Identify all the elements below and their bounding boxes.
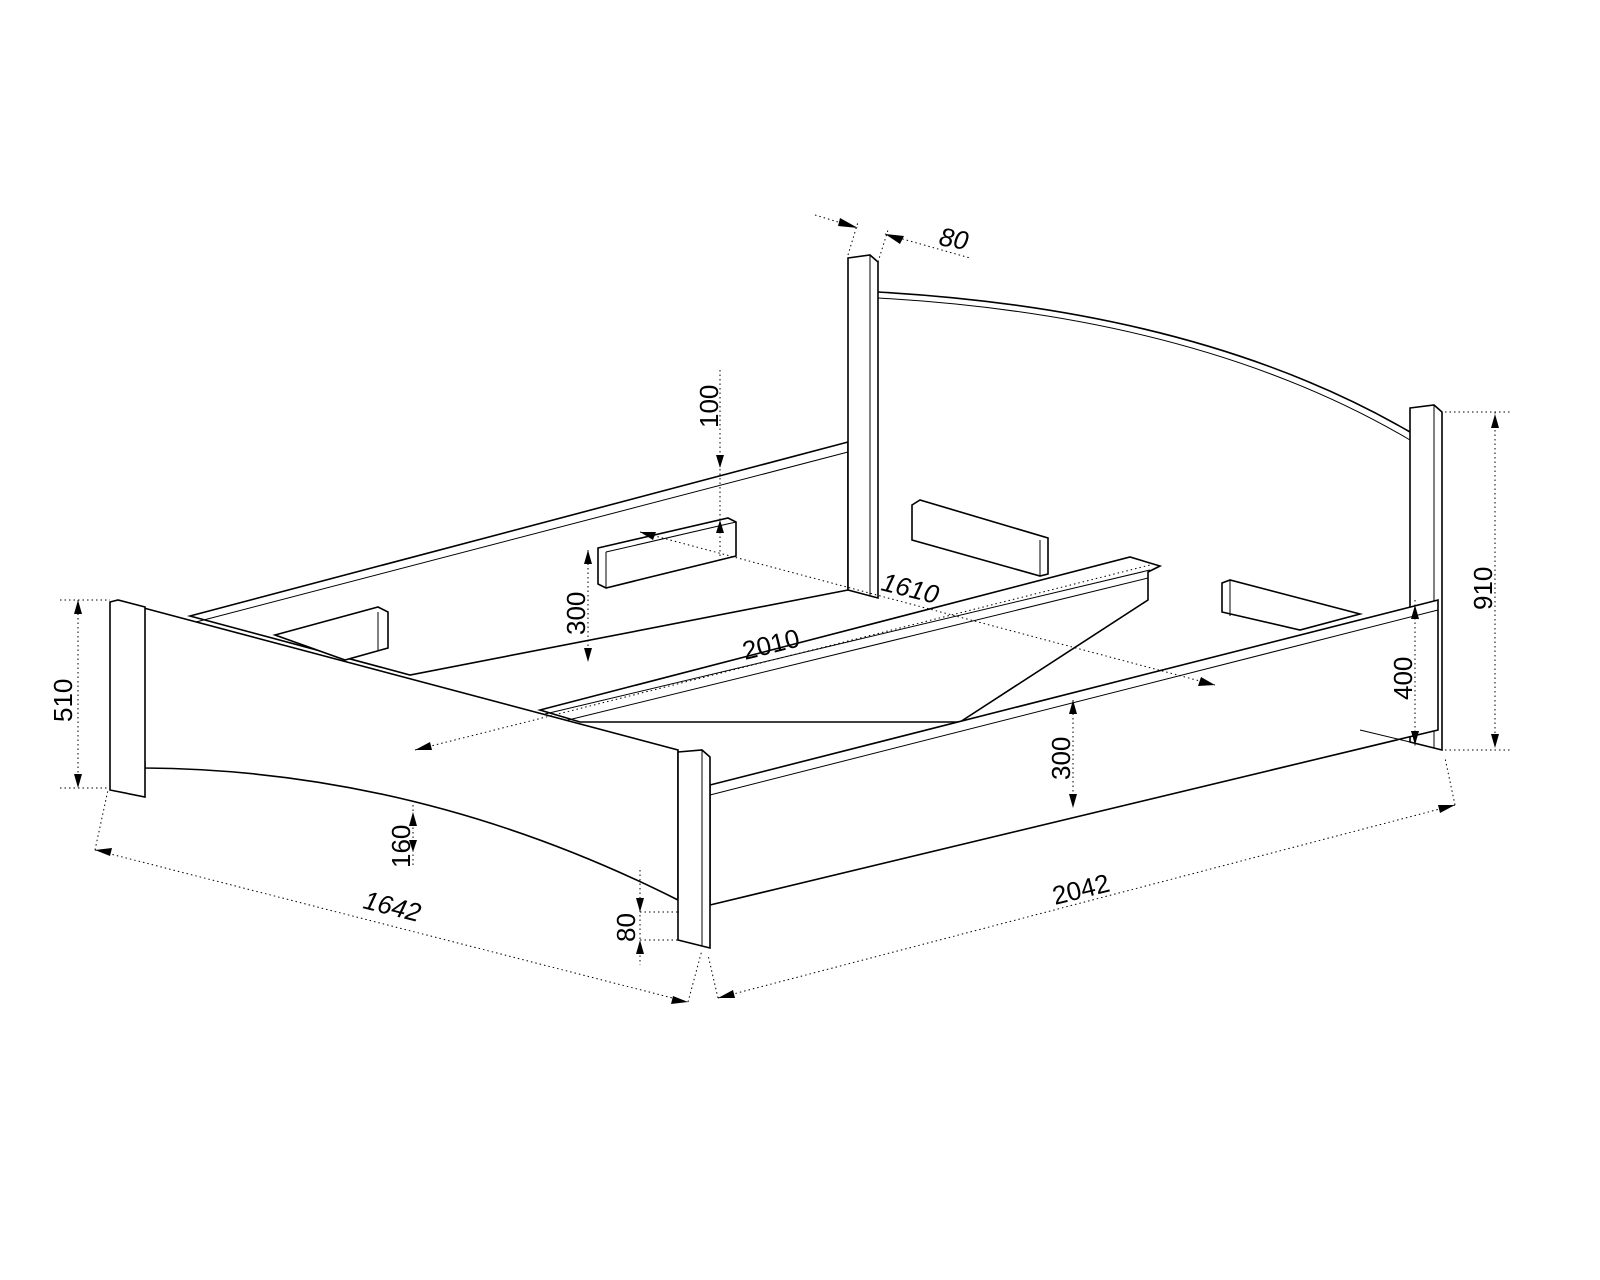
dim-label-1642: 1642 xyxy=(361,885,425,928)
dim-label-400: 400 xyxy=(1388,657,1418,700)
dim-label-300-right: 300 xyxy=(1046,737,1076,780)
dim-label-910: 910 xyxy=(1468,567,1498,610)
dim-label-80-top: 80 xyxy=(937,221,971,256)
dim-label-300-left: 300 xyxy=(561,592,591,635)
dim-label-80-bottom: 80 xyxy=(611,913,641,942)
dim-label-100: 100 xyxy=(694,385,724,428)
footboard xyxy=(109,599,711,950)
dimension-lines xyxy=(60,214,1510,1004)
center-beam xyxy=(537,556,1163,723)
slat-supports xyxy=(272,499,1364,661)
dim-label-160: 160 xyxy=(386,825,416,868)
dim-label-2042: 2042 xyxy=(1049,868,1112,911)
dim-label-1610: 1610 xyxy=(879,567,943,610)
dim-label-510: 510 xyxy=(48,679,78,722)
